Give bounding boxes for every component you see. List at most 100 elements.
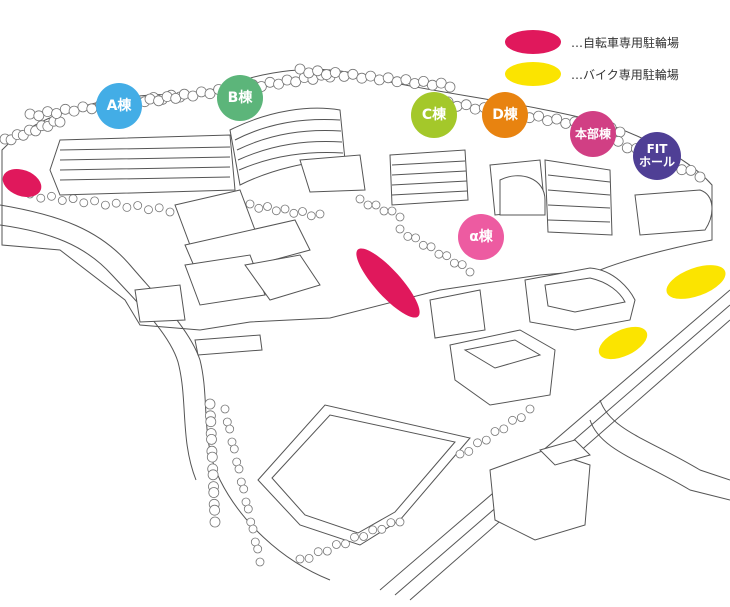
west-road-edge [0, 224, 197, 481]
bicycle-swatch [505, 30, 561, 54]
building-b-annex [299, 154, 366, 193]
tree-icon [205, 416, 217, 428]
building-a-marker[interactable]: A棟 [96, 83, 142, 129]
tree-icon [208, 487, 220, 498]
tree-icon [253, 544, 263, 554]
tree-icon [341, 539, 350, 549]
tree-icon [24, 108, 36, 120]
tree-icon [434, 249, 444, 259]
tree-icon [322, 546, 332, 556]
tree-icon [426, 242, 436, 252]
tree-icon [321, 69, 332, 80]
tree-icon [59, 103, 71, 115]
building-honbu-label: 本部棟 [574, 126, 611, 141]
station-upper [539, 439, 591, 466]
tree-icon [111, 198, 121, 208]
tree-icon [490, 427, 500, 436]
tree-icon [271, 206, 281, 216]
tree-icon [170, 93, 182, 104]
tree-icon [409, 78, 421, 89]
tree-icon [444, 81, 456, 93]
tree-icon [338, 71, 350, 82]
building-fit-marker[interactable]: FIT ホール [633, 132, 681, 180]
tree-icon [204, 398, 216, 410]
tree-icon [33, 110, 45, 122]
tree-icon [239, 484, 249, 494]
building-a-label: A棟 [106, 97, 132, 114]
tree-icon [234, 464, 244, 474]
tree-icon [245, 199, 255, 209]
tree-icon [122, 202, 132, 212]
tree-icon [465, 267, 475, 277]
building-d-marker[interactable]: D棟 [482, 92, 528, 138]
tree-icon [77, 101, 89, 113]
sports-field [257, 404, 471, 546]
tree-icon [391, 76, 403, 88]
building-fit-block [634, 189, 713, 236]
tree-icon [621, 142, 633, 154]
hall-roof [463, 339, 542, 369]
building-alpha-label: α棟 [469, 228, 493, 245]
tree-icon [356, 72, 368, 84]
building-fit-label-line2: ホール [638, 155, 675, 169]
gymnasium-block [524, 267, 636, 331]
tree-icon [57, 196, 67, 205]
tree-icon [551, 113, 563, 125]
building-b-label: B棟 [227, 89, 253, 106]
tree-icon [243, 504, 253, 514]
courtyard-building [244, 254, 321, 301]
building-b-marker[interactable]: B棟 [217, 75, 263, 121]
tree-icon [298, 207, 307, 216]
tree-icon [206, 451, 218, 463]
tree-icon [473, 438, 482, 448]
east-road-2 [589, 419, 730, 501]
tree-icon [350, 532, 359, 542]
building-alpha-marker[interactable]: α棟 [458, 214, 504, 260]
tree-icon [303, 67, 315, 79]
tree-icon [386, 518, 396, 527]
tree-icon [464, 446, 474, 456]
tree-icon [508, 415, 517, 425]
tree-icon [685, 164, 697, 176]
tree-icon [442, 251, 452, 261]
building-honbu-windows [547, 174, 611, 223]
tree-icon [363, 200, 373, 210]
tree-icon [295, 554, 305, 564]
building-honbu-block [544, 159, 613, 236]
legend-motorbike: …バイク専用駐輪場 [505, 62, 679, 86]
tree-icon [614, 126, 626, 138]
tree-icon [313, 547, 323, 557]
building-c-marker[interactable]: C棟 [411, 92, 457, 138]
building-d-label: D棟 [492, 106, 518, 123]
motorbike-swatch [505, 62, 561, 86]
tree-icon [51, 108, 62, 119]
tree-icon [457, 260, 467, 270]
legend-bicycle: …自転車専用駐輪場 [505, 30, 679, 54]
tree-icon [379, 206, 389, 216]
tree-icon [209, 516, 221, 528]
building-c-block [389, 149, 469, 206]
tree-icon [516, 413, 526, 423]
tree-icon [481, 435, 491, 445]
tree-icon [403, 231, 413, 241]
hall-block [449, 329, 556, 406]
tree-icon [395, 224, 405, 234]
building-c-label: C棟 [421, 106, 447, 123]
tree-icon [306, 211, 316, 221]
building-honbu-marker[interactable]: 本部棟 [570, 111, 616, 157]
tree-icon [209, 504, 221, 516]
building-b-windows [234, 119, 344, 171]
tree-icon [355, 194, 365, 204]
tree-icon [263, 202, 272, 211]
station-building [489, 449, 591, 541]
tree-icon [254, 203, 264, 213]
tree-icon [331, 540, 341, 549]
tree-icon [47, 191, 56, 201]
central-block-3 [184, 254, 266, 306]
tree-icon [68, 105, 80, 117]
building-fit-label-line1: FIT [646, 142, 668, 157]
tree-icon [255, 557, 265, 567]
building-a-windows [59, 146, 231, 181]
tree-icon [304, 554, 314, 563]
